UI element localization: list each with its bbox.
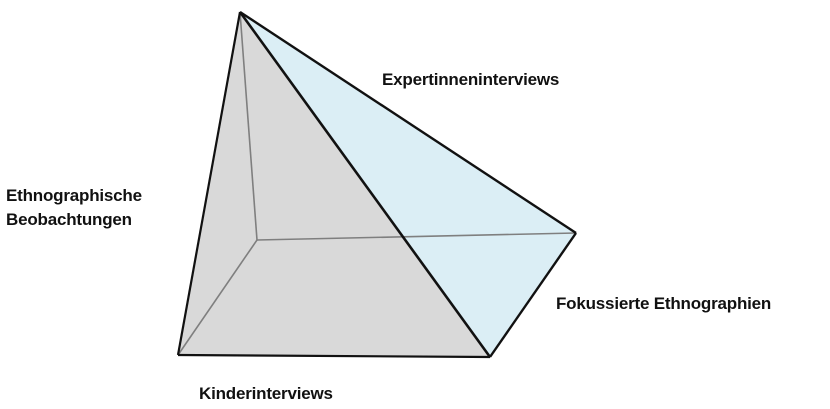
label-left-line2: Beobachtungen: [6, 210, 132, 229]
label-left-line1: Ethnographische: [6, 186, 142, 205]
edge-apex-to-right: [239, 10, 577, 235]
hidden-edge-back-to-left: [177, 239, 258, 356]
label-ethnographische-beobachtungen: Ethnographische Beobachtungen: [6, 184, 142, 232]
blue-face: [240, 12, 576, 357]
edge-apex-to-left: [176, 11, 242, 356]
hidden-edge-apex-to-back: [239, 11, 258, 241]
label-fokussierte-ethnographien: Fokussierte Ethnographien: [556, 294, 772, 313]
label-kinderinterviews: Kinderinterviews: [199, 384, 333, 403]
edge-right-to-front: [489, 232, 577, 358]
gray-face: [178, 12, 490, 357]
edge-apex-to-front: [238, 11, 492, 358]
edge-left-to-front: [177, 353, 491, 359]
hidden-edge-back-to-right: [256, 232, 577, 241]
label-expertinneninterviews: Expertinneninterviews: [382, 70, 560, 89]
